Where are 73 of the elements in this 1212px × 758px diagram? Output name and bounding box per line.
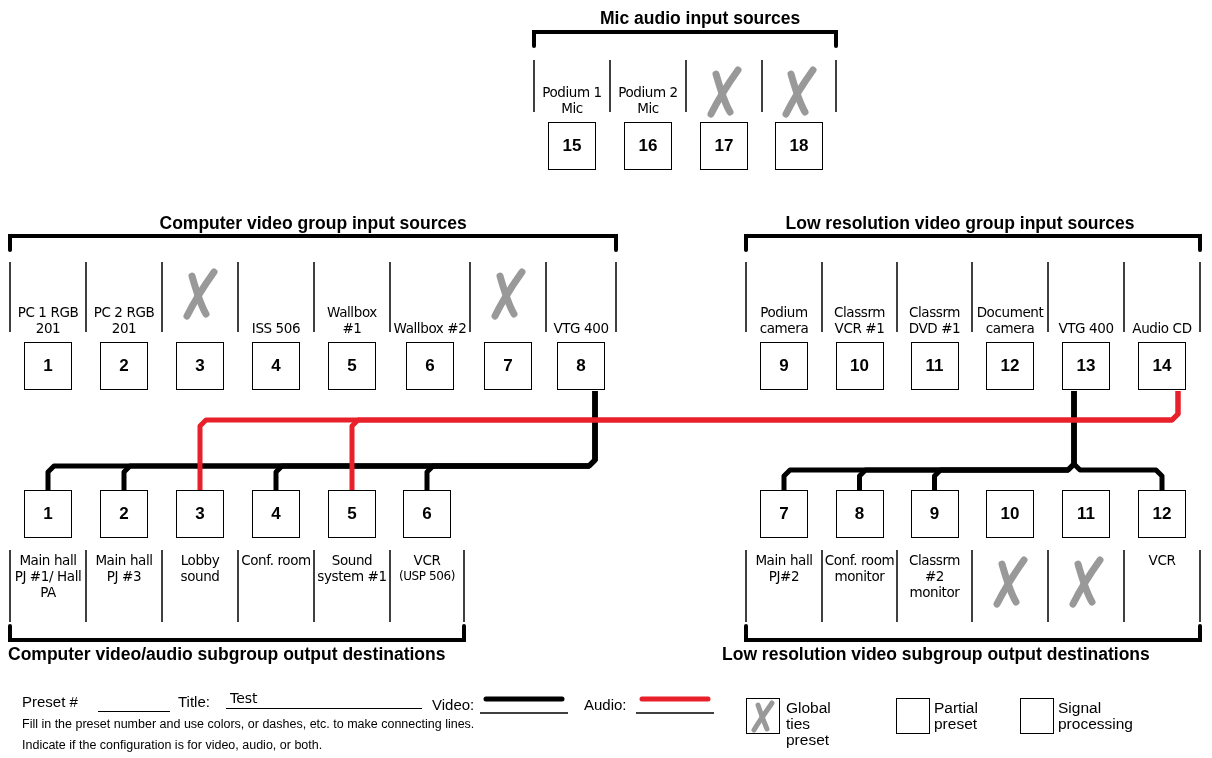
column-label: VCR (412, 552, 442, 568)
group-heading: Low resolution video group input sources (785, 213, 1135, 234)
column-label: VTG 400 (552, 320, 610, 336)
legend-label: Global ties preset (786, 700, 831, 748)
column-label: Main hall PJ #3 (94, 552, 154, 584)
legend-label: Video: (432, 696, 475, 713)
column-label: Wallbox #2 (392, 320, 468, 336)
group-heading: Computer video/audio subgroup output destinations (8, 644, 446, 665)
legend-label: Partial preset (934, 700, 978, 732)
number-box: 8 (835, 490, 884, 538)
column-label: VTG 400 (1057, 320, 1115, 336)
connector-line (424, 391, 598, 490)
instruction-note: Fill in the preset number and use colors, or dashes, etc. to make connecting lines. (22, 717, 475, 731)
number-box: 3 (176, 342, 224, 390)
column-label: Wallbox #1 (326, 304, 378, 336)
column-label: PC 2 RGB 201 (92, 304, 156, 336)
column-label: Main hall PJ #1/ Hall PA (13, 552, 83, 600)
column-label: Main hall PJ#2 (754, 552, 814, 584)
number-box: 10 (986, 490, 1034, 538)
number-box: 2 (100, 490, 148, 538)
column-label: Classrm DVD #1 (907, 304, 962, 336)
number-box: 10 (835, 342, 884, 390)
number-box: 5 (328, 490, 376, 538)
number-box: 7 (760, 490, 808, 538)
number-box: 1 (24, 342, 72, 390)
column-label: Podium 1 Mic (541, 84, 603, 116)
number-box: 9 (910, 490, 959, 538)
column-label: VCR (1147, 552, 1177, 568)
number-box: 11 (910, 342, 959, 390)
number-box: 17 (700, 122, 748, 170)
number-box: 8 (557, 342, 605, 390)
number-box: 14 (1138, 342, 1186, 390)
number-box: 12 (986, 342, 1034, 390)
number-box: 4 (252, 342, 300, 390)
number-box: 11 (1062, 490, 1110, 538)
column-label: Podium 2 Mic (617, 84, 679, 116)
column-label: Document camera (975, 304, 1045, 336)
instruction-note: Indicate if the configuration is for video, audio, or both. (22, 738, 323, 752)
legend-label: Signal processing (1058, 700, 1133, 732)
legend-label: Audio: (584, 696, 627, 713)
number-box: 1 (24, 490, 72, 538)
field-label: Preset # (22, 693, 78, 710)
number-box: 6 (403, 490, 451, 538)
number-box: 2 (100, 342, 148, 390)
number-box: 9 (760, 342, 808, 390)
group-heading: Mic audio input sources (600, 8, 801, 29)
connector-line (349, 391, 1181, 490)
number-box: 13 (1062, 342, 1110, 390)
column-label: Conf. room (240, 552, 312, 568)
group-heading: Computer video group input sources (159, 213, 467, 234)
entry-text: Test (230, 690, 258, 706)
group-heading: Low resolution video subgroup output destinations (722, 644, 1150, 665)
number-box: 16 (624, 122, 672, 170)
number-box: 3 (176, 490, 224, 538)
column-label: Podium camera (758, 304, 810, 336)
number-box: 6 (406, 342, 454, 390)
column-label: Classrm VCR #1 (832, 304, 887, 336)
column-label: Lobby sound (179, 552, 221, 584)
number-box: 4 (252, 490, 300, 538)
column-label: Classrm #2 monitor (907, 552, 962, 600)
column-label: Conf. room monitor (824, 552, 895, 584)
connector-line (1071, 391, 1165, 490)
number-box: 5 (328, 342, 376, 390)
number-box: 15 (548, 122, 596, 170)
number-box: 7 (484, 342, 532, 390)
column-label: PC 1 RGB 201 (16, 304, 80, 336)
number-box: 18 (775, 122, 823, 170)
column-label: Sound system #1 (316, 552, 388, 584)
field-label: Title: (178, 693, 210, 710)
column-label: ISS 506 (250, 320, 302, 336)
column-label: Audio CD (1131, 320, 1193, 336)
number-box: 12 (1138, 490, 1186, 538)
column-label: (USP 506) (397, 568, 457, 584)
